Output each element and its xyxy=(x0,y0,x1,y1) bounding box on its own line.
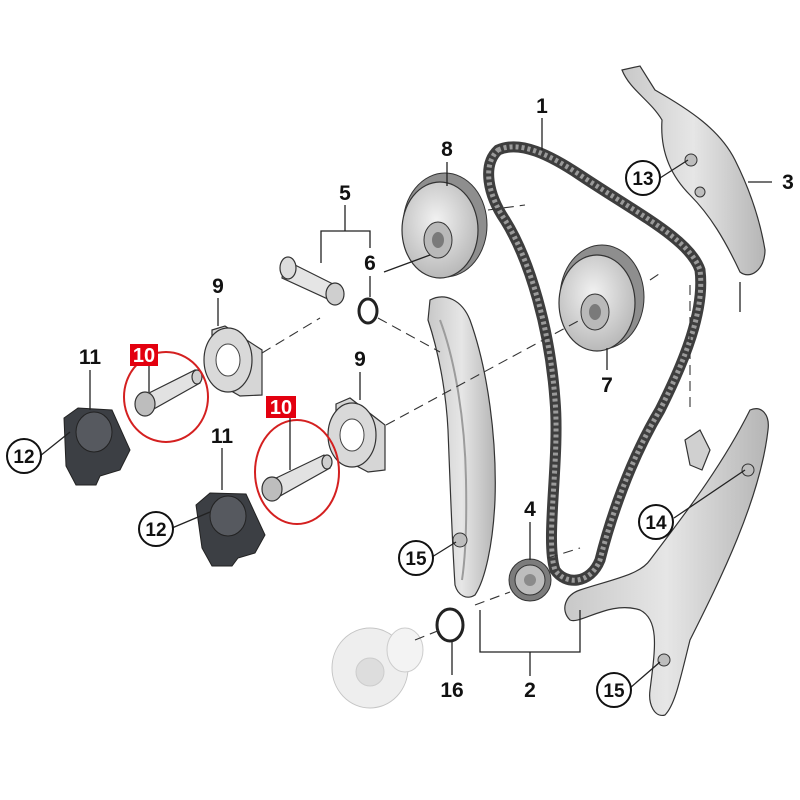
callout-11-lower: 11 xyxy=(211,425,234,448)
central-valve-lower xyxy=(261,454,333,502)
callout-4: 4 xyxy=(524,498,536,521)
crankshaft-sprocket xyxy=(508,558,552,602)
callout-6: 6 xyxy=(364,252,376,275)
assembly-lines xyxy=(261,204,691,641)
solenoid-actuator-upper xyxy=(63,407,131,486)
callout-9-upper: 9 xyxy=(212,275,224,298)
solenoid-actuator-lower xyxy=(195,492,266,567)
camshaft-sprocket-exhaust xyxy=(558,244,645,352)
callout-11-upper: 11 xyxy=(79,346,102,369)
tensioner-bolt xyxy=(279,256,345,306)
highlight-circle-lower xyxy=(254,419,340,525)
callout-12-upper: 12 xyxy=(13,447,34,468)
sealing-ring xyxy=(435,607,465,643)
callout-7: 7 xyxy=(601,374,613,397)
upper-guide xyxy=(621,65,766,276)
callout-10-upper-bg xyxy=(130,344,158,366)
callout-1: 1 xyxy=(536,95,548,118)
callout-10-lower-bg xyxy=(266,396,296,418)
highlight-circle-upper xyxy=(123,351,209,443)
central-valve-upper xyxy=(134,369,203,417)
callout-10-upper: 10 xyxy=(133,345,155,367)
timing-chain xyxy=(483,141,707,586)
callout-15-rail: 15 xyxy=(405,549,427,570)
callout-5: 5 xyxy=(339,182,351,205)
callout-14: 14 xyxy=(645,513,667,534)
callout-8: 8 xyxy=(441,138,453,161)
o-ring xyxy=(357,297,379,325)
callout-15-guide: 15 xyxy=(603,681,625,702)
callout-12-lower: 12 xyxy=(145,520,166,541)
guide-rail xyxy=(564,408,769,716)
washer-upper xyxy=(203,325,263,397)
camshaft-sprocket-intake xyxy=(401,172,488,279)
callout-3: 3 xyxy=(782,171,794,194)
callout-16: 16 xyxy=(440,679,463,702)
crankshaft-hub xyxy=(331,627,424,709)
callout-10-lower: 10 xyxy=(270,397,292,419)
tensioner-rail xyxy=(427,296,496,598)
callout-2: 2 xyxy=(524,679,536,702)
leader-lines xyxy=(39,118,772,689)
callout-13: 13 xyxy=(632,169,653,190)
washer-lower xyxy=(327,397,386,473)
callout-9-lower: 9 xyxy=(354,348,366,371)
